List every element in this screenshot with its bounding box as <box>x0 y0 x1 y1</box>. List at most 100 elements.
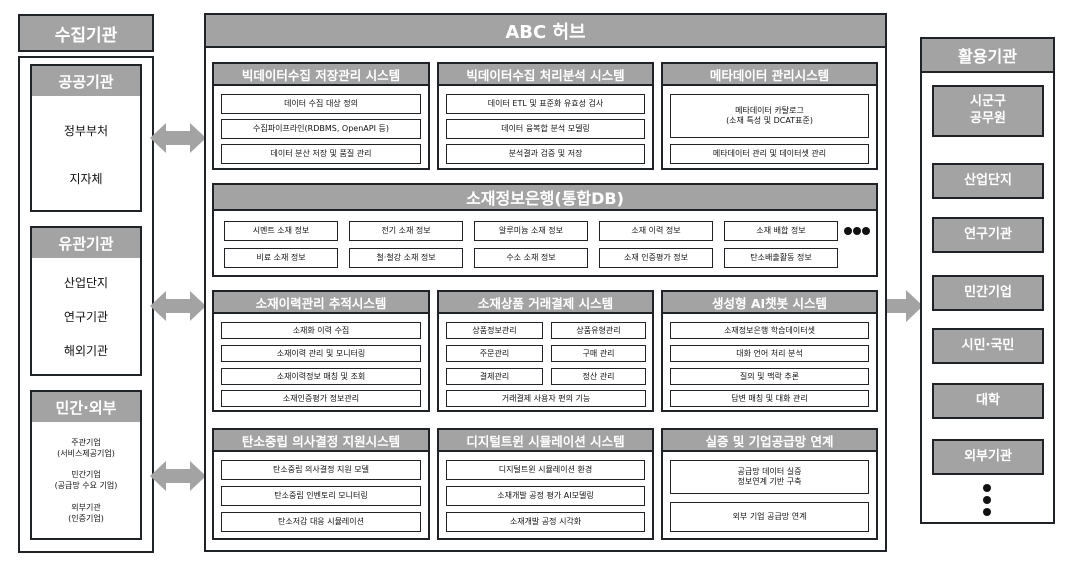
function-item: 수집파이프라인(RDBMS, OpenAPI 등) <box>221 119 421 139</box>
function-item: 소재이력 관리 및 모니터링 <box>221 345 421 362</box>
function-item: 데이터 ETL 및 표준화 유효성 검사 <box>446 94 645 114</box>
left-group-related: 유관기관 산업단지 연구기관 해외기관 <box>30 226 142 376</box>
left-group-private: 민간·외부 주관기업 (서비스제공기업) 민간기업 (공급망 수요 기업) 외부… <box>30 390 142 540</box>
bank-item: 소재 인증평가 정보 <box>599 248 713 268</box>
section-title: 소재정보은행(통합DB) <box>214 185 876 211</box>
user-org-item: 민간기업 <box>932 275 1044 311</box>
function-item: 소재인증평가 정보관리 <box>221 390 421 407</box>
section-title: 탄소중립 의사결정 지원시스템 <box>214 430 428 452</box>
left-item: 정부부처 <box>63 124 109 138</box>
bank-item: 시멘트 소재 정보 <box>224 221 338 241</box>
left-item: 지자체 <box>69 172 103 186</box>
bank-item: 전기 소재 정보 <box>349 221 463 241</box>
left-item-line: 외부기관 <box>71 503 101 512</box>
user-org-item: 시군구 공무원 <box>932 85 1044 137</box>
left-item-line: (공급망 수요 기업) <box>54 481 118 490</box>
function-item: 메타데이터 카탈로그 (소재 특성 및 DCAT표준) <box>670 94 869 138</box>
section-title: 실증 및 기업공급망 연계 <box>663 430 876 452</box>
function-item: 상품유형관리 <box>551 322 646 339</box>
system-bigdata-processing-analysis: 빅데이터수집 처리분석 시스템 데이터 ETL 및 표준화 유효성 검사 데이터… <box>437 62 654 170</box>
left-item: 해외기관 <box>63 344 109 358</box>
system-material-trade-payment: 소재상품 거래결제 시스템 상품정보관리 상품유형관리 주문관리 구매 관리 결… <box>437 290 654 412</box>
function-item: 탄소저감 대응 시뮬레이션 <box>221 512 421 532</box>
bank-item: 소재 배합 정보 <box>724 221 838 241</box>
section-title: 메타데이터 관리시스템 <box>663 64 876 86</box>
material-information-bank: 소재정보은행(통합DB) 시멘트 소재 정보 전기 소재 정보 알루미늄 소재 … <box>212 183 878 277</box>
function-item: 탄소중립 의사결정 지원 모델 <box>221 460 421 480</box>
left-group-related-title: 유관기관 <box>32 228 140 258</box>
system-generative-ai-chatbot: 생성형 AI챗봇 시스템 소재정보은행 학습데이터셋 대화 언어 처리 분석 질… <box>661 290 878 412</box>
bank-item: 수소 소재 정보 <box>474 248 588 268</box>
section-title: 소재상품 거래결제 시스템 <box>439 292 652 314</box>
section-title: 생성형 AI챗봇 시스템 <box>663 292 876 314</box>
section-title: 소재이력관리 추적시스템 <box>214 292 428 314</box>
system-carbon-neutral-decision-support: 탄소중립 의사결정 지원시스템 탄소중립 의사결정 지원 모델 탄소중립 인벤토… <box>212 428 430 540</box>
more-dot-icon <box>844 227 852 235</box>
function-item: 정산 관리 <box>551 368 646 385</box>
section-title: 디지털트윈 시뮬레이션 시스템 <box>439 430 652 452</box>
bank-item: 비료 소재 정보 <box>224 248 338 268</box>
function-item: 구매 관리 <box>551 345 646 362</box>
section-title: 빅데이터수집 저장관리 시스템 <box>214 64 428 86</box>
left-panel-collectors: 수집기관 <box>18 14 154 52</box>
function-item: 메타데이터 관리 및 데이터셋 관리 <box>670 144 869 164</box>
left-item-line: 주관기업 <box>71 438 101 447</box>
function-item: 결제관리 <box>446 368 543 385</box>
section-title: 빅데이터수집 처리분석 시스템 <box>439 64 652 86</box>
double-arrow-icon <box>150 291 206 321</box>
system-bigdata-collection-storage: 빅데이터수집 저장관리 시스템 데이터 수집 대상 정의 수집파이프라인(RDB… <box>212 62 430 170</box>
right-arrow-icon <box>880 290 923 322</box>
function-item: 데이터 분산 저장 및 품질 관리 <box>221 144 421 164</box>
function-item: 주문관리 <box>446 345 543 362</box>
function-item: 소재개발 공정 시각화 <box>446 512 645 532</box>
function-item: 답변 매칭 및 대화 관리 <box>670 390 869 407</box>
more-dot-icon <box>853 227 861 235</box>
more-dot-icon <box>983 496 991 504</box>
function-item: 대화 언어 처리 분석 <box>670 345 869 362</box>
function-item: 거래결제 사용자 편의 기능 <box>446 390 646 407</box>
function-item: 소재개발 공정 평가 AI모델링 <box>446 486 645 506</box>
left-item: 연구기관 <box>63 310 109 324</box>
left-group-public: 공공기관 정부부처 지자체 <box>30 64 142 212</box>
right-panel-users: 활용기관 시군구 공무원 산업단지 연구기관 민간기업 시민·국민 대학 외부기… <box>920 37 1055 524</box>
function-item: 소재화 이력 수집 <box>221 322 421 339</box>
right-panel-title: 활용기관 <box>922 39 1053 73</box>
function-item: 소재정보은행 학습데이터셋 <box>670 322 869 339</box>
hub-title: ABC 허브 <box>206 15 885 48</box>
function-item: 탄소중립 인벤토리 모니터링 <box>221 486 421 506</box>
user-org-item: 대학 <box>932 383 1044 419</box>
bank-item: 소재 이력 정보 <box>599 221 713 241</box>
function-item: 디지털트윈 시뮬레이션 환경 <box>446 460 645 480</box>
system-metadata-management: 메타데이터 관리시스템 메타데이터 카탈로그 (소재 특성 및 DCAT표준) … <box>661 62 878 170</box>
function-item: 데이터 융복합 분석 모델링 <box>446 119 645 139</box>
left-item: 산업단지 <box>63 276 109 290</box>
system-digital-twin-simulation: 디지털트윈 시뮬레이션 시스템 디지털트윈 시뮬레이션 환경 소재개발 공정 평… <box>437 428 654 540</box>
bank-item: 탄소배출활동 정보 <box>724 248 838 268</box>
user-org-item: 시민·국민 <box>932 328 1044 364</box>
left-item-line: (인증기업) <box>68 514 104 523</box>
more-dot-icon <box>983 508 991 516</box>
left-item-line: 민간기업 <box>71 470 101 479</box>
left-panel-title: 수집기관 <box>54 25 118 46</box>
system-material-history-tracking: 소재이력관리 추적시스템 소재화 이력 수집 소재이력 관리 및 모니터링 소재… <box>212 290 430 412</box>
function-item: 소재이력정보 매칭 및 조회 <box>221 368 421 385</box>
bank-item: 철·철강 소재 정보 <box>349 248 463 268</box>
left-group-public-title: 공공기관 <box>32 66 140 96</box>
bank-item: 알루미늄 소재 정보 <box>474 221 588 241</box>
double-arrow-icon <box>150 461 206 491</box>
more-dot-icon <box>983 484 991 492</box>
function-item: 상품정보관리 <box>446 322 543 339</box>
function-item: 외부 기업 공급망 연계 <box>670 502 869 532</box>
more-dot-icon <box>862 227 870 235</box>
function-item: 질의 및 맥락 추론 <box>670 368 869 385</box>
function-item: 데이터 수집 대상 정의 <box>221 94 421 114</box>
left-item-line: (서비스제공기업) <box>57 449 115 458</box>
user-org-item: 외부기관 <box>932 439 1044 475</box>
system-demonstration-supply-chain: 실증 및 기업공급망 연계 공급망 데이터 실증 정보연계 기반 구축 외부 기… <box>661 428 878 540</box>
left-group-private-title: 민간·외부 <box>32 392 140 422</box>
double-arrow-icon <box>150 123 206 153</box>
user-org-item: 산업단지 <box>932 163 1044 199</box>
function-item: 공급망 데이터 실증 정보연계 기반 구축 <box>670 460 869 494</box>
function-item: 분석결과 검증 및 저장 <box>446 144 645 164</box>
user-org-item: 연구기관 <box>932 217 1044 253</box>
